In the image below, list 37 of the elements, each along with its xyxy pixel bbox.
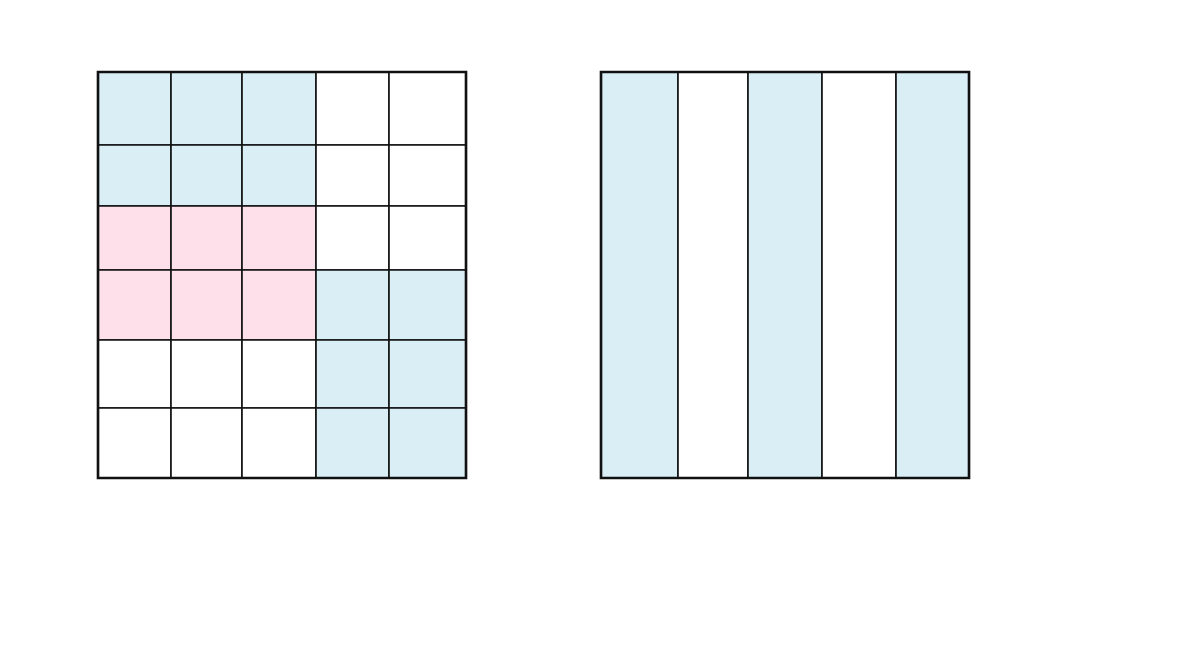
grid-square bbox=[241, 144, 317, 207]
grid-square bbox=[97, 205, 172, 271]
grid-square bbox=[241, 339, 317, 409]
grid-square bbox=[388, 144, 467, 207]
grid-square bbox=[388, 407, 467, 479]
grid-square bbox=[315, 144, 390, 207]
grid-square bbox=[97, 144, 172, 207]
stripe bbox=[895, 71, 970, 479]
grid-square bbox=[170, 339, 243, 409]
grid-square bbox=[170, 269, 243, 341]
grid-frame bbox=[96, 70, 468, 480]
grid-square bbox=[97, 339, 172, 409]
grid-square bbox=[241, 71, 317, 146]
grid-square bbox=[241, 205, 317, 271]
grid-square bbox=[388, 71, 467, 146]
grid-square bbox=[170, 205, 243, 271]
stripe bbox=[821, 71, 897, 479]
grid-square bbox=[315, 269, 390, 341]
grid-square bbox=[97, 71, 172, 146]
grid-square bbox=[97, 407, 172, 479]
grid-square bbox=[388, 339, 467, 409]
grid-square bbox=[241, 269, 317, 341]
grid-square bbox=[170, 144, 243, 207]
stripe bbox=[677, 71, 749, 479]
grid-square bbox=[315, 71, 390, 146]
square-frame bbox=[599, 70, 971, 480]
grid-square bbox=[388, 269, 467, 341]
grid-square bbox=[315, 407, 390, 479]
grid-square bbox=[170, 71, 243, 146]
grid-square bbox=[315, 339, 390, 409]
grid-square bbox=[388, 205, 467, 271]
grid-square bbox=[97, 269, 172, 341]
grid-square bbox=[241, 407, 317, 479]
grid-square bbox=[315, 205, 390, 271]
stripe bbox=[747, 71, 823, 479]
stripe bbox=[600, 71, 679, 479]
grid-square bbox=[170, 407, 243, 479]
